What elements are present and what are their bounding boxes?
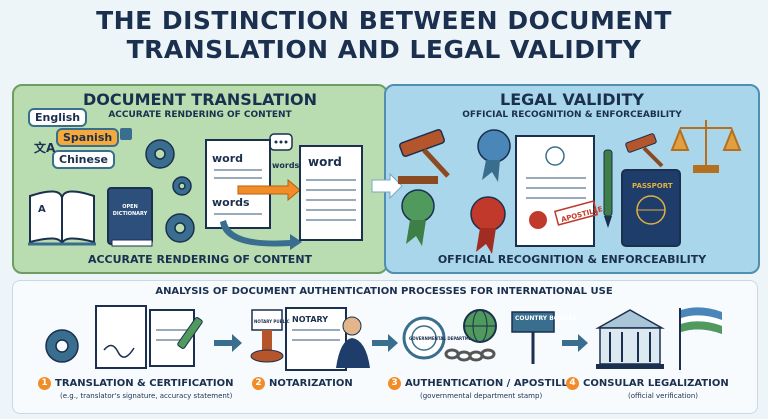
validity-panel-footer: OFFICIAL RECOGNITION & ENFORCEABILITY: [437, 253, 707, 266]
svg-text:文A: 文A: [34, 140, 56, 155]
main-title: THE DISTINCTION BETWEEN DOCUMENT TRANSLA…: [0, 6, 768, 64]
scales-of-justice-icon: [670, 120, 742, 173]
gear-icon: [145, 139, 195, 243]
notary-stamp-icon: [250, 309, 284, 363]
flow-arrow-icon-3: [562, 334, 588, 352]
green-seal-icon: [401, 189, 435, 246]
language-bubble-english: English: [28, 108, 88, 127]
step-1-number: 1: [38, 377, 51, 390]
svg-text:A: A: [38, 204, 46, 215]
government-seal-icon: [402, 316, 446, 360]
pencil-icon: [177, 317, 203, 349]
notary-person-icon: [336, 316, 370, 368]
step-2-label: 2 NOTARIZATION: [252, 377, 353, 390]
step-2-number: 2: [252, 377, 265, 390]
process-title: ANALYSIS OF DOCUMENT AUTHENTICATION PROC…: [155, 286, 613, 297]
title-line-1: THE DISTINCTION BETWEEN DOCUMENT: [96, 6, 672, 35]
step-2-text: NOTARIZATION: [269, 378, 353, 389]
panel-arrow-icon: [371, 172, 403, 200]
red-seal-icon: [470, 196, 506, 254]
translate-icon: 文A: [34, 140, 56, 155]
government-seal-text: GOVERNMENTAL DEPARTMENT: [409, 336, 478, 341]
border-sign-text: COUNTRY BORDER: [515, 315, 578, 322]
thumbs-up-icon: [120, 128, 132, 140]
step-1-text: TRANSLATION & CERTIFICATION: [55, 378, 234, 389]
step-3-label: 3 AUTHENTICATION / APOSTILLE: [388, 377, 575, 390]
notary-stamp-label: NOTARY PUBLIC: [254, 319, 290, 324]
gavel-icon: [398, 128, 450, 184]
process-gear-icon: [45, 329, 79, 363]
notary-doc-label: NOTARY: [292, 315, 328, 324]
target-document-icon: [299, 145, 363, 241]
language-bubble-spanish: Spanish: [56, 128, 120, 147]
passport-icon: [621, 169, 681, 247]
flag-icon: [679, 307, 722, 370]
doc-word-1: word: [212, 152, 243, 165]
translation-panel-subtitle: ACCURATE RENDERING OF CONTENT: [108, 110, 292, 120]
translation-panel-title: DOCUMENT TRANSLATION: [82, 90, 318, 109]
open-book-icon: A: [28, 190, 96, 246]
validity-panel-title: LEGAL VALIDITY: [500, 90, 644, 109]
translation-arrow-icon: [220, 178, 302, 250]
source-document-icon: [205, 139, 271, 229]
flow-arrow-icon: [214, 334, 242, 352]
step-4-number: 4: [566, 377, 579, 390]
certificate-document-icon: [515, 135, 599, 247]
step-3-detail: (governmental department stamp): [420, 392, 543, 400]
award-ribbon-icon: [477, 129, 511, 182]
notary-document-icon: [285, 307, 347, 371]
dictionary-icon: [107, 187, 153, 247]
title-line-2: TRANSLATION AND LEGAL VALIDITY: [126, 35, 642, 64]
flow-arrow-icon-2: [372, 334, 398, 352]
step-1-detail: (e.g., translator's signature, accuracy …: [60, 392, 233, 400]
speech-bubble-icon: [269, 133, 293, 151]
step-4-text: CONSULAR LEGALIZATION: [583, 378, 729, 389]
step-1-label: 1 TRANSLATION & CERTIFICATION: [38, 377, 234, 390]
step-4-detail: (official verification): [628, 392, 698, 400]
step-3-number: 3: [388, 377, 401, 390]
doc-word-3: words: [272, 161, 300, 170]
translation-panel-footer: ACCURATE RENDERING OF CONTENT: [87, 253, 313, 266]
gavel-small-icon: [625, 133, 664, 168]
pen-icon: [603, 149, 613, 228]
dictionary-label: OPEN DICTIONARY: [112, 204, 148, 217]
doc-word-2: words: [212, 196, 250, 209]
step-3-text: AUTHENTICATION / APOSTILLE: [405, 378, 575, 389]
consulate-building-icon: [595, 309, 665, 369]
signed-document-icon: [95, 305, 195, 369]
validity-panel-subtitle: OFFICIAL RECOGNITION & ENFORCEABILITY: [462, 110, 682, 120]
border-sign-icon: [511, 311, 555, 364]
globe-icon: [463, 309, 497, 343]
step-4-label: 4 CONSULAR LEGALIZATION: [566, 377, 729, 390]
language-bubble-chinese: Chinese: [52, 150, 115, 169]
chain-icon: [444, 348, 496, 362]
passport-label: PASSPORT: [632, 182, 673, 190]
doc-word-4: word: [308, 155, 342, 169]
